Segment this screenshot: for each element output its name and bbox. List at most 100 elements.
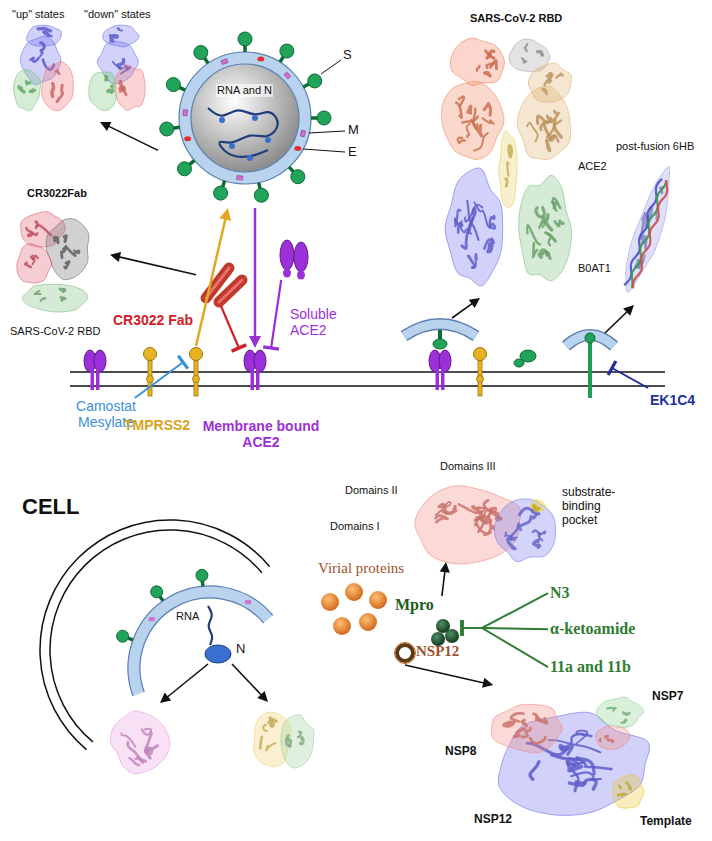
- node-label: S: [343, 48, 352, 63]
- leader-arrow-head: [160, 693, 171, 703]
- protein-ribbon: [514, 729, 524, 737]
- protein-domain: [517, 86, 570, 159]
- spike-head: [194, 46, 208, 60]
- protein-structures: [13, 25, 649, 815]
- nucleocapsid-dot: [247, 155, 253, 161]
- protein-ribbon: [504, 722, 514, 726]
- endocytosed-virus: [117, 569, 273, 696]
- protein-ribbon: [56, 70, 60, 74]
- shed-s1: [514, 350, 536, 367]
- protein-ribbon: [60, 289, 65, 291]
- node-label: CR3022Fab: [27, 187, 87, 200]
- protein-ribbon: [142, 729, 151, 735]
- protein-ribbon: [105, 76, 107, 80]
- inhibitor-label: 11a and 11b: [548, 656, 633, 678]
- protein-surface: [596, 697, 643, 727]
- protein-surface: [46, 219, 89, 280]
- protein-surface: [110, 711, 169, 774]
- viral-envelope: [185, 58, 305, 178]
- node-label: NSP8: [445, 745, 476, 759]
- envelope-edge: [191, 64, 299, 172]
- protein-ribbon: [474, 133, 488, 151]
- protein-ribbon: [543, 251, 549, 255]
- ace2-receptor: [429, 350, 451, 390]
- antibody-icon: CR3022 Fab: [196, 258, 246, 306]
- connector-group: [110, 252, 196, 275]
- nsp12-ring-rim: [395, 643, 416, 664]
- node-label: substrate-binding pocket: [562, 486, 622, 527]
- spike-head: [254, 188, 268, 202]
- ace2-lobe: [294, 242, 308, 272]
- protein-surface: [115, 65, 145, 111]
- protein-ribbon: [605, 736, 607, 737]
- protein-surface: [596, 726, 630, 750]
- protein-ribbon: [626, 782, 630, 789]
- inhibition-connector-head: [178, 356, 188, 369]
- protein-ribbon: [569, 779, 596, 789]
- protein-domain: [281, 715, 314, 768]
- receptor-icon: Membrane bound ACE2: [232, 348, 278, 400]
- fab-rbd-structure: CR3022FabSARS-CoV-2 RBD: [5, 185, 110, 340]
- protein-ribbon: [26, 81, 30, 84]
- node-label: NSP12: [474, 813, 512, 827]
- protein-ribbon: [61, 248, 65, 258]
- protein-ribbon: [511, 713, 524, 721]
- envelope-edge: [179, 52, 311, 184]
- inhibition-connector-head: [460, 620, 463, 636]
- protein-ribbon: [485, 73, 490, 76]
- protein-ribbon: [538, 52, 543, 56]
- protein-ribbon: [551, 120, 561, 138]
- node-label: post-fusion 6HB: [616, 140, 694, 153]
- protein-ribbon: [547, 140, 550, 150]
- protein-ribbon: [534, 541, 540, 548]
- protein-domain: [494, 499, 555, 562]
- protein-domain: [491, 704, 562, 753]
- protein-surface: [89, 72, 117, 111]
- helix-bundle: [624, 167, 670, 293]
- leader-arrows: [160, 298, 648, 703]
- arrow-connector-head: [482, 678, 493, 688]
- ace2-anchor: [96, 370, 100, 390]
- inhibition-line: [612, 368, 648, 388]
- spike-head: [196, 569, 208, 581]
- protein-ribbon: [57, 85, 62, 101]
- spike-head: [291, 170, 305, 184]
- arrow-connector: [442, 569, 445, 596]
- node-label: B0AT1: [578, 262, 611, 275]
- viral-rna: [208, 108, 278, 157]
- leader-arrow-head: [623, 305, 634, 316]
- polymerase-structure: NSP8NSP7NSP12Template: [440, 685, 706, 835]
- protein-ball: [321, 593, 339, 611]
- protein-ribbon: [505, 178, 507, 186]
- ace2-tail: [283, 269, 291, 278]
- node-label: NSP7: [652, 690, 683, 704]
- protein-ribbon: [459, 504, 485, 513]
- arrow-connector-head: [219, 208, 231, 221]
- node-label: Domains III: [440, 460, 496, 473]
- protease-head: [474, 348, 487, 361]
- protein-domain: [22, 284, 87, 312]
- protein-ribbon: [29, 234, 32, 235]
- inhibitor-label: N3: [548, 582, 572, 604]
- protein-ball: [369, 591, 387, 609]
- protein-ribbon: [286, 735, 289, 746]
- protein-surface: [281, 715, 314, 768]
- protein-surface: [531, 500, 546, 512]
- membrane-line: [70, 371, 665, 373]
- protein-ribbon: [110, 35, 117, 37]
- inhibition-connector: [221, 306, 239, 348]
- membrane-protein: [221, 59, 228, 65]
- spike-head: [160, 122, 174, 136]
- ace2-anchor: [256, 370, 260, 390]
- protein-ribbon: [519, 516, 531, 529]
- inhibition-connector-head: [460, 620, 463, 636]
- protein-ribbon: [436, 516, 448, 523]
- protein-ribbon: [472, 254, 477, 268]
- protein-domain: [42, 62, 74, 111]
- protein-ribbon: [130, 758, 140, 765]
- protein-domain: [596, 697, 643, 727]
- protein-ribbon: [38, 28, 51, 30]
- ace2-receptor: [84, 350, 106, 390]
- protein-ribbon: [623, 713, 629, 715]
- helix-strand: [632, 180, 666, 288]
